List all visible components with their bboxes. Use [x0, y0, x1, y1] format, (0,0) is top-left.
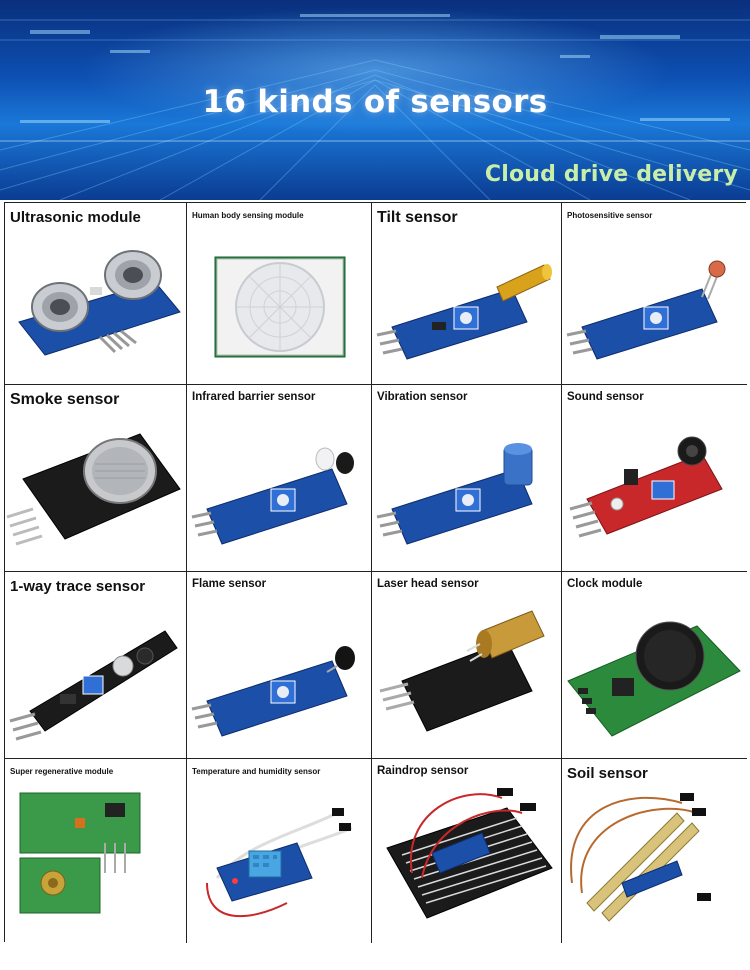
- sensor-grid: Ultrasonic module Human body sensing mod…: [4, 202, 747, 943]
- sensor-label: Laser head sensor: [377, 578, 479, 590]
- sensor-label: Temperature and humidity sensor: [192, 767, 321, 776]
- sound-icon: [569, 436, 723, 538]
- dht-icon: [206, 808, 353, 918]
- sensor-label: 1-way trace sensor: [10, 578, 146, 595]
- sensor-cell-photosensitive: Photosensitive sensor: [562, 203, 747, 385]
- sensor-label: Raindrop sensor: [377, 765, 469, 777]
- sensor-label: Smoke sensor: [10, 391, 120, 408]
- raindrop-icon: [386, 788, 553, 919]
- sensor-cell-clock: Clock module: [562, 572, 747, 759]
- sensor-cell-tilt: Tilt sensor: [372, 203, 562, 385]
- sensor-cell-vibration: Vibration sensor: [372, 385, 562, 572]
- sensor-label: Vibration sensor: [377, 391, 468, 403]
- sensor-cell-human-body: Human body sensing module: [187, 203, 372, 385]
- sensor-label: Human body sensing module: [192, 211, 304, 220]
- soil-icon: [570, 793, 711, 922]
- sensor-label: Infrared barrier sensor: [192, 391, 316, 403]
- sensor-label: Soil sensor: [567, 765, 648, 782]
- sensor-label: Tilt sensor: [377, 209, 458, 226]
- header-banner: 16 kinds of sensors Cloud drive delivery: [0, 0, 750, 200]
- infrared-icon: [191, 447, 354, 545]
- tilt-icon: [376, 264, 552, 360]
- sensor-label: Flame sensor: [192, 578, 267, 590]
- pir-icon: [214, 256, 346, 358]
- sensor-cell-flame: Flame sensor: [187, 572, 372, 759]
- ultrasonic-icon: [18, 250, 181, 356]
- clock-icon: [567, 621, 741, 737]
- sensor-cell-trace: 1-way trace sensor: [5, 572, 187, 759]
- sensor-cell-smoke: Smoke sensor: [5, 385, 187, 572]
- vibration-icon: [376, 443, 533, 545]
- flame-icon: [191, 646, 355, 737]
- sensor-cell-ultrasonic: Ultrasonic module: [5, 203, 187, 385]
- sensor-cell-temp-humidity: Temperature and humidity sensor: [187, 759, 372, 943]
- smoke-icon: [6, 433, 181, 546]
- sensor-cell-raindrop: Raindrop sensor: [372, 759, 562, 943]
- sensor-label: Clock module: [567, 578, 643, 590]
- sensor-label: Ultrasonic module: [10, 209, 141, 226]
- sensor-cell-laser: Laser head sensor: [372, 572, 562, 759]
- sensor-cell-sound: Sound sensor: [562, 385, 747, 572]
- photoresistor-icon: [566, 260, 726, 360]
- trace-icon: [9, 630, 178, 741]
- rf-icon: [19, 792, 141, 914]
- banner-title: 16 kinds of sensors: [202, 84, 548, 120]
- banner-subtitle: Cloud drive delivery: [484, 162, 738, 187]
- tech-background-graphic: [0, 14, 750, 200]
- sensor-label: Photosensitive sensor: [567, 211, 653, 220]
- sensor-label: Sound sensor: [567, 391, 644, 403]
- laser-icon: [379, 610, 545, 732]
- sensor-cell-super-regenerative: Super regenerative module: [5, 759, 187, 943]
- sensor-cell-infrared-barrier: Infrared barrier sensor: [187, 385, 372, 572]
- sensor-label: Super regenerative module: [10, 767, 114, 776]
- sensor-cell-soil: Soil sensor: [562, 759, 747, 943]
